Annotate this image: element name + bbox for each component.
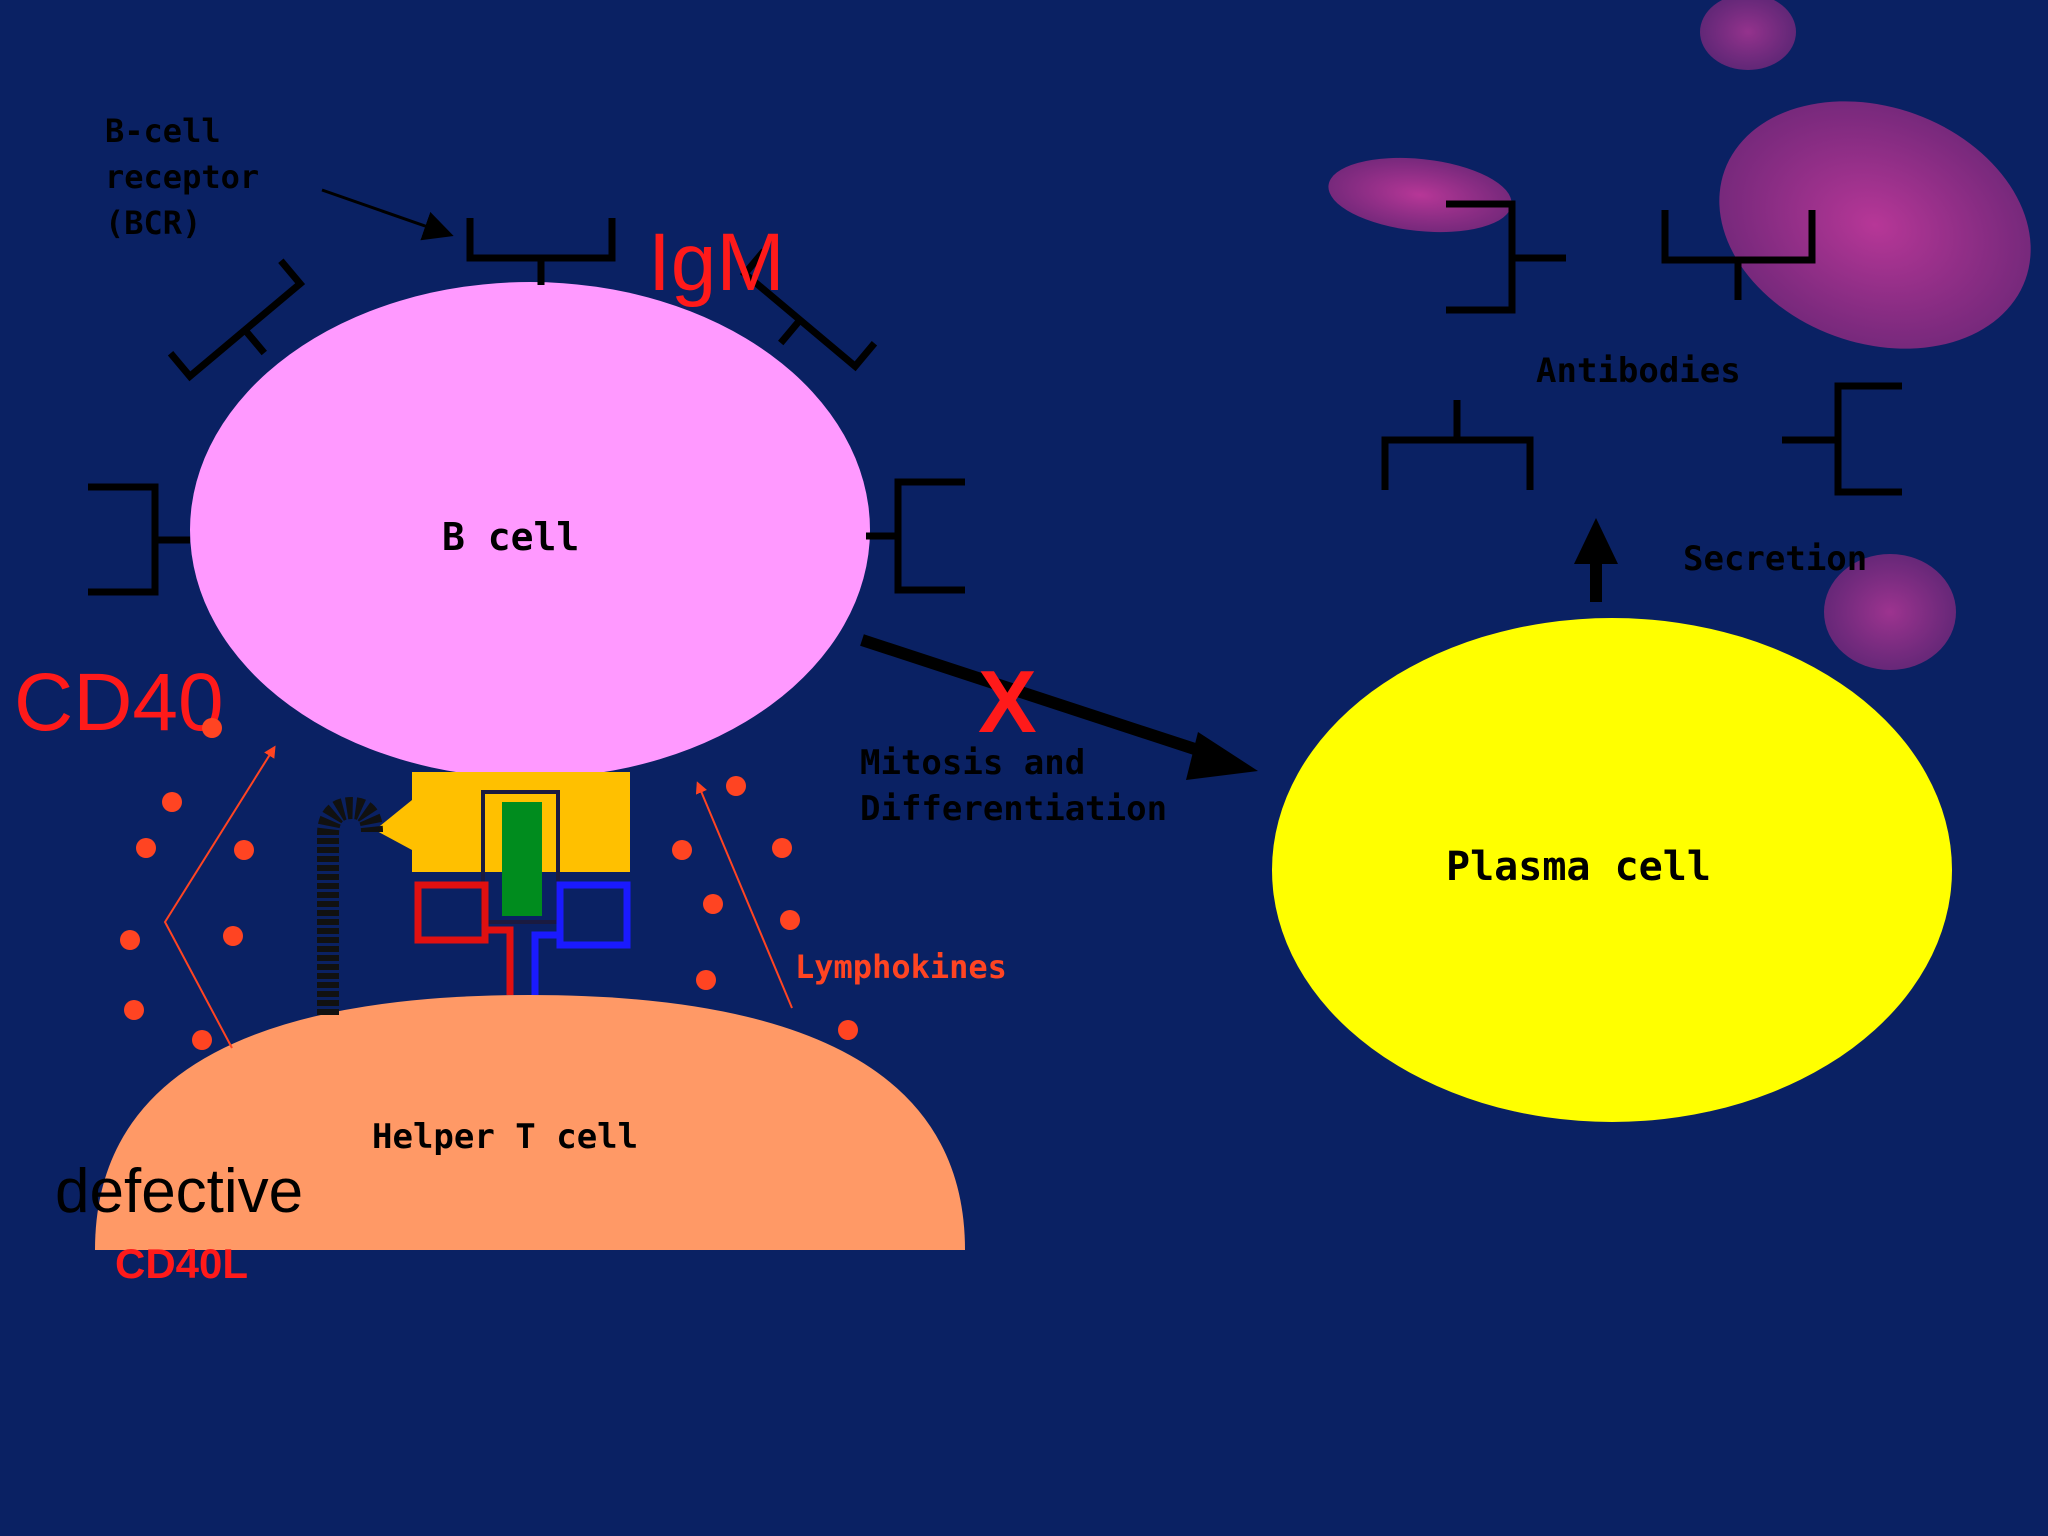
antibody-3 <box>1381 400 1534 490</box>
bcr-label-line3: (BCR) <box>105 204 201 242</box>
bcr-top <box>466 218 616 285</box>
bcr-pointer-arrow <box>321 188 454 241</box>
b-cell-label: B cell <box>442 515 579 559</box>
antibody-4 <box>1782 382 1902 496</box>
immune-synapse <box>317 772 631 1015</box>
mitosis-arrow <box>860 634 1258 780</box>
blocked-x-mark: X <box>978 652 1037 751</box>
antibody-1 <box>1446 200 1566 314</box>
mitosis-label-line2: Differentiation <box>860 789 1167 829</box>
lymphokines-label: Lymphokines <box>795 948 1007 986</box>
tcr-green <box>502 802 542 916</box>
blob-small-top <box>1700 0 1796 70</box>
plasma-cell-label: Plasma cell <box>1446 844 1711 890</box>
antibody-2 <box>1661 210 1816 300</box>
blob-right-mid <box>1824 554 1956 670</box>
blob-elongated <box>1328 157 1512 233</box>
antibodies-label: Antibodies <box>1536 351 1741 391</box>
helper-t-label: Helper T cell <box>372 1117 638 1157</box>
cd4-red <box>414 881 514 995</box>
lymphokine-arrow-right <box>695 781 793 1009</box>
secreted-antibodies <box>1381 200 1902 496</box>
cd40l-label: CD40L <box>115 1240 248 1287</box>
secretion-label: Secretion <box>1683 539 1867 579</box>
igm-label: IgM <box>648 217 785 308</box>
cd40l-hook <box>317 796 383 1015</box>
mitosis-label-line1: Mitosis and <box>860 743 1085 783</box>
secretion-arrow <box>1574 518 1618 602</box>
bcr-label: B-cell receptor (BCR) <box>105 112 454 242</box>
lymphokine-arrow-left <box>163 745 276 1049</box>
defective-label: defective <box>55 1157 303 1226</box>
b-cell <box>190 282 870 778</box>
cd4-blue <box>531 881 631 995</box>
bcr-receptors <box>88 218 965 596</box>
plasma-cell <box>1272 618 1952 1122</box>
bcr-upper-right <box>739 248 878 372</box>
decorative-blobs <box>1328 0 2031 670</box>
tcr-outline <box>481 790 560 924</box>
blob-large <box>1719 101 2031 349</box>
bcr-label-line2: receptor <box>105 158 259 196</box>
mhc-pointer <box>375 800 412 850</box>
lymphokine-dots <box>120 718 858 1050</box>
bcr-right <box>866 478 965 594</box>
helper-t-cell <box>95 995 965 1250</box>
bcr-label-line1: B-cell <box>105 112 221 150</box>
bcr-left <box>88 483 190 596</box>
cd40-label: CD40 <box>14 657 224 748</box>
bcr-upper-left <box>167 258 306 382</box>
